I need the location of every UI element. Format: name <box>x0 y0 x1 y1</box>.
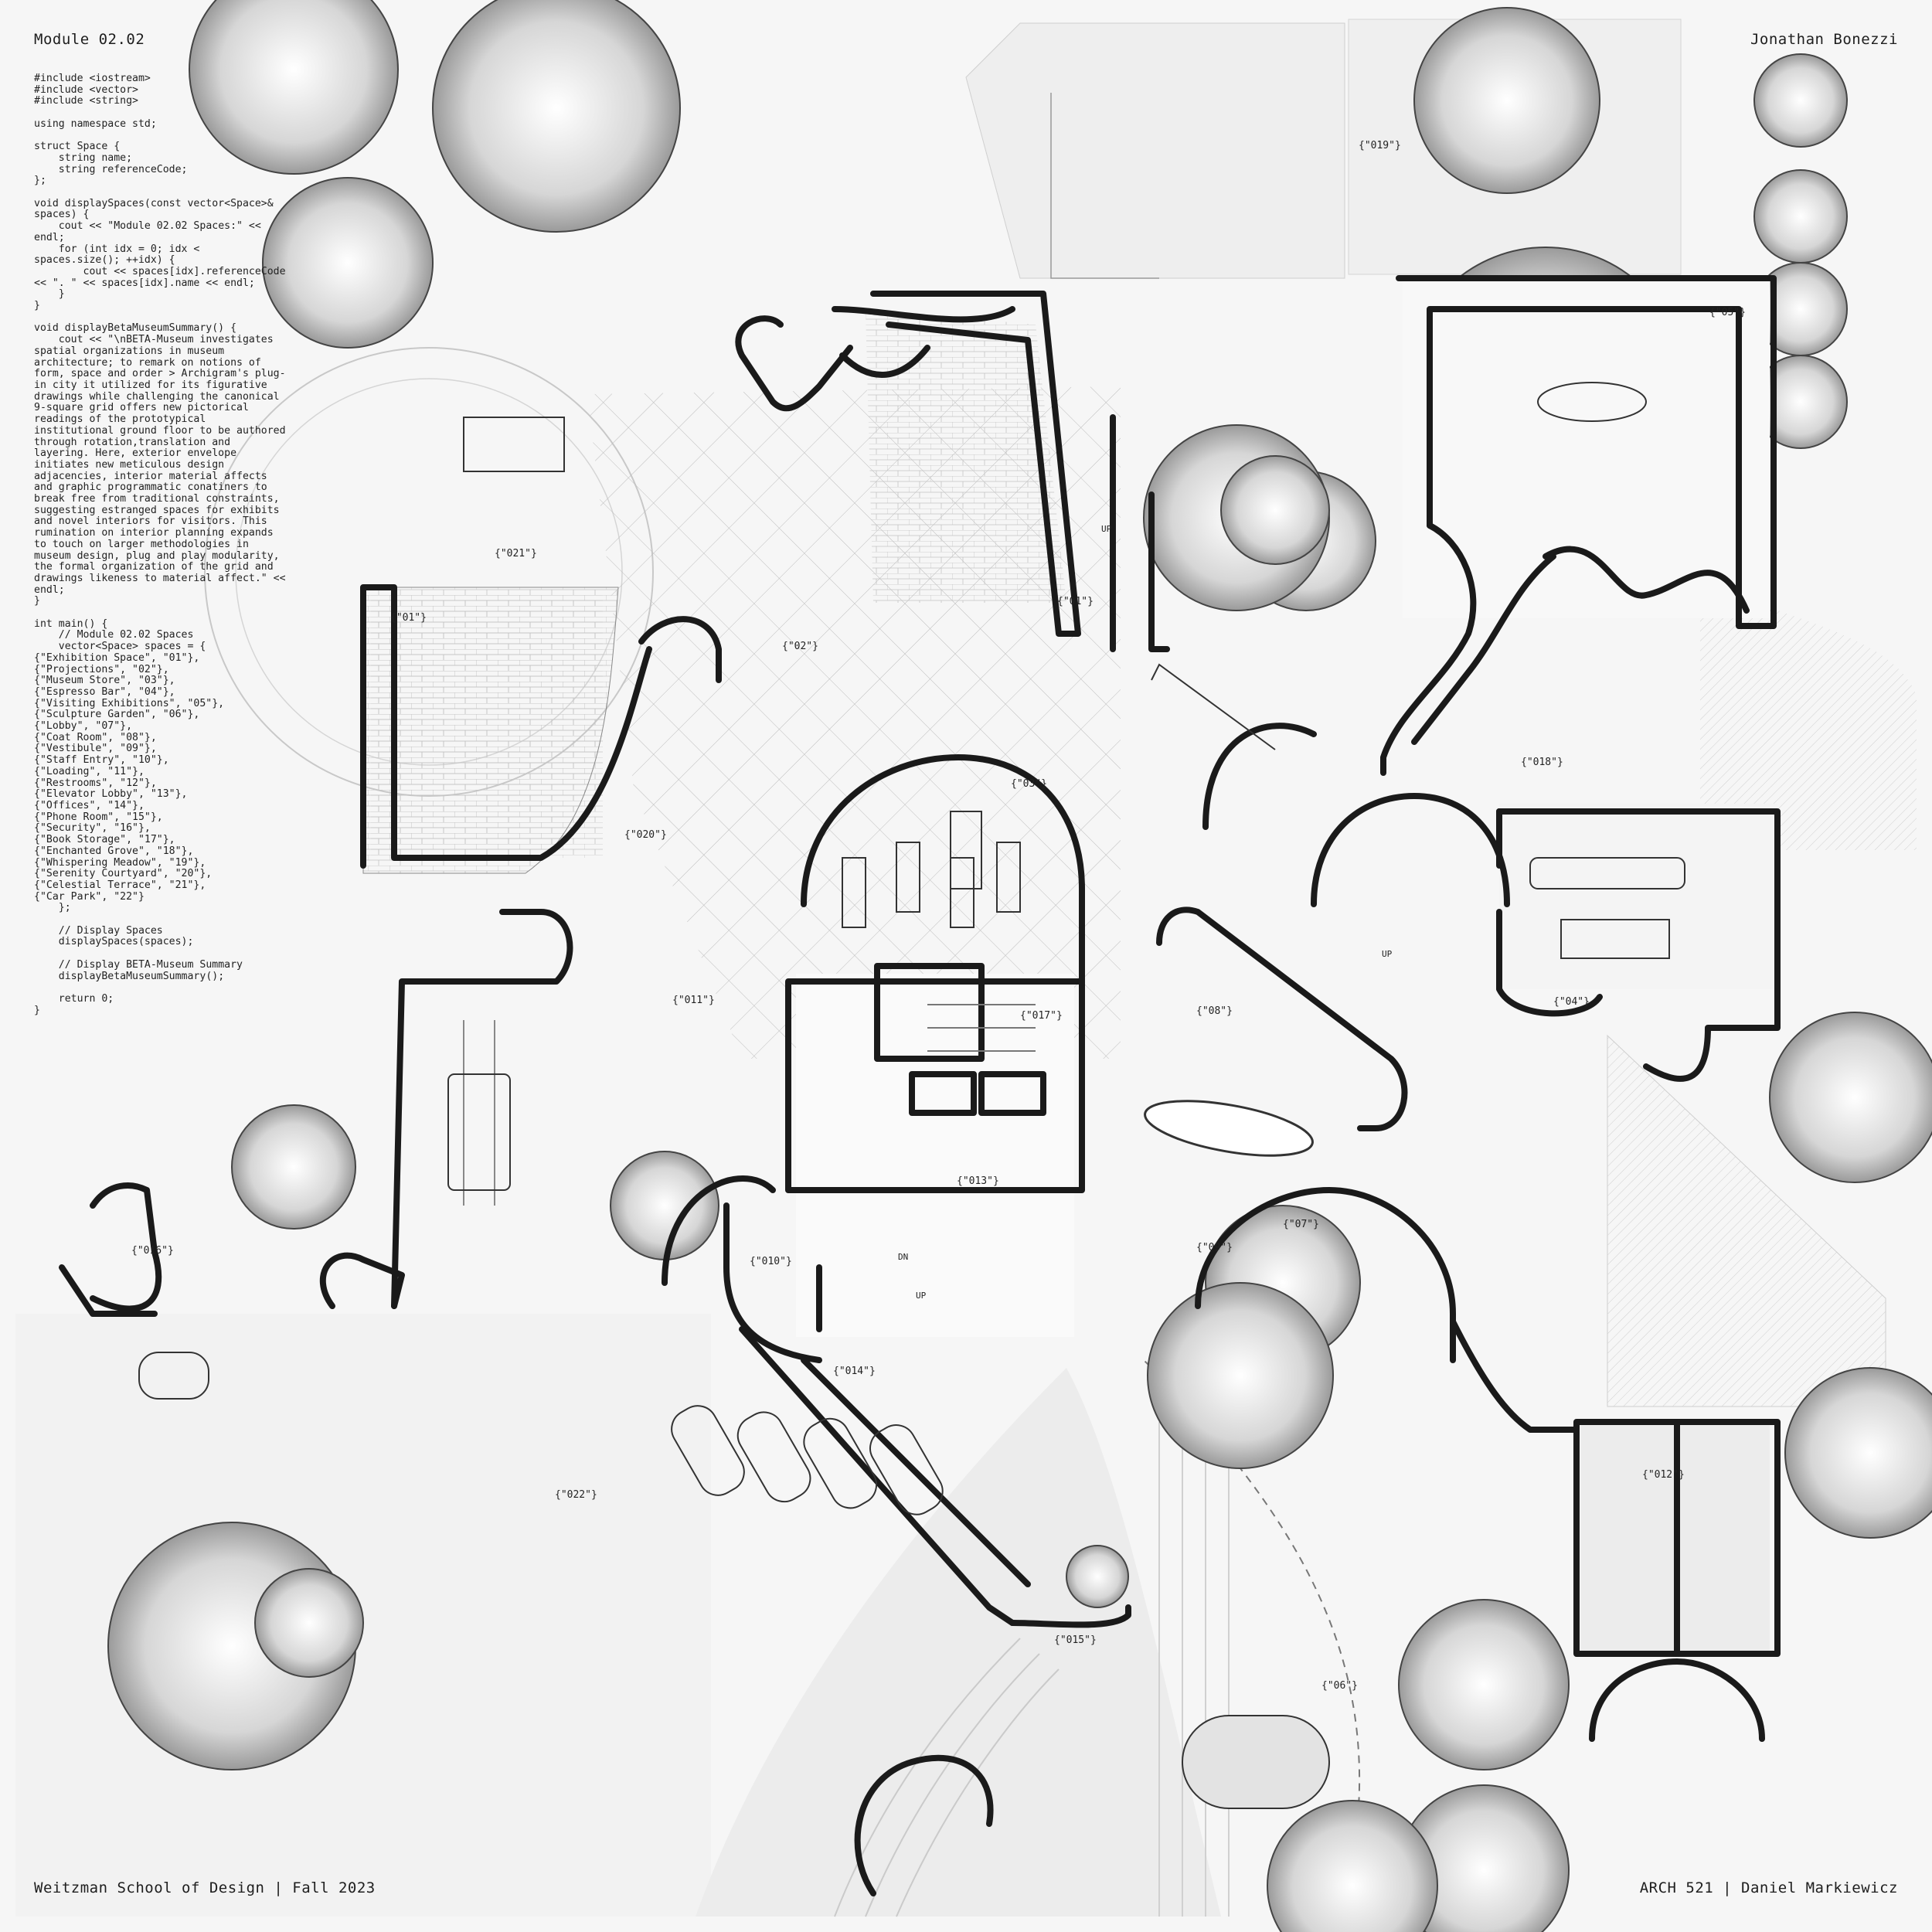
interior-floors <box>362 278 1777 1654</box>
stair-up-core: UP <box>916 1291 927 1301</box>
room-tag-017: {"017"} <box>1020 1010 1063 1022</box>
module-title: Module 02.02 <box>34 31 145 48</box>
room-tag-015: {"015"} <box>1054 1634 1097 1646</box>
room-tag-022: {"022"} <box>555 1489 597 1501</box>
room-tag-011: {"011"} <box>672 995 715 1006</box>
room-tag-013: {"013"} <box>957 1175 999 1187</box>
room-tag-03: {"03"} <box>1011 778 1047 790</box>
author-name: Jonathan Bonezzi <box>1750 31 1898 48</box>
stair-up-spiral: UP <box>1382 949 1393 959</box>
site-trees <box>107 0 1932 1932</box>
room-tag-01a: {"01"} <box>390 612 427 624</box>
code-listing: #include <iostream> #include <vector> #i… <box>34 73 286 1016</box>
room-tag-018: {"018"} <box>1521 757 1563 768</box>
room-tag-07: {"07"} <box>1283 1219 1319 1230</box>
room-tag-06: {"06"} <box>1321 1680 1358 1692</box>
room-tags: {"01"} {"01"} {"02"} {"03"} {"04"} {"05"… <box>131 140 1746 1692</box>
room-tag-019: {"019"} <box>1359 140 1401 151</box>
room-tag-012: {"012"} <box>1642 1469 1685 1481</box>
room-tag-020: {"020"} <box>624 829 667 841</box>
stair-up-north: UP <box>1101 524 1112 534</box>
school-credit: Weitzman School of Design | Fall 2023 <box>34 1879 376 1896</box>
room-tag-016: {"016"} <box>131 1245 174 1257</box>
room-tag-05: {"05"} <box>1709 307 1746 318</box>
stair-down-core: DN <box>898 1252 908 1262</box>
room-tag-021: {"021"} <box>495 548 537 560</box>
room-tag-02: {"02"} <box>782 641 818 652</box>
room-tag-08: {"08"} <box>1196 1005 1233 1017</box>
course-credit: ARCH 521 | Daniel Markiewicz <box>1639 1879 1898 1896</box>
stair-markers: UP UP UP DN <box>898 524 1393 1301</box>
room-tag-01b: {"01"} <box>1057 596 1094 607</box>
walls <box>59 275 1781 1896</box>
room-tag-04: {"04"} <box>1553 996 1590 1008</box>
room-tag-014: {"014"} <box>833 1366 876 1377</box>
room-tag-010: {"010"} <box>750 1256 792 1267</box>
interior-details <box>138 382 1685 1809</box>
room-tag-09: {"09"} <box>1196 1242 1233 1253</box>
